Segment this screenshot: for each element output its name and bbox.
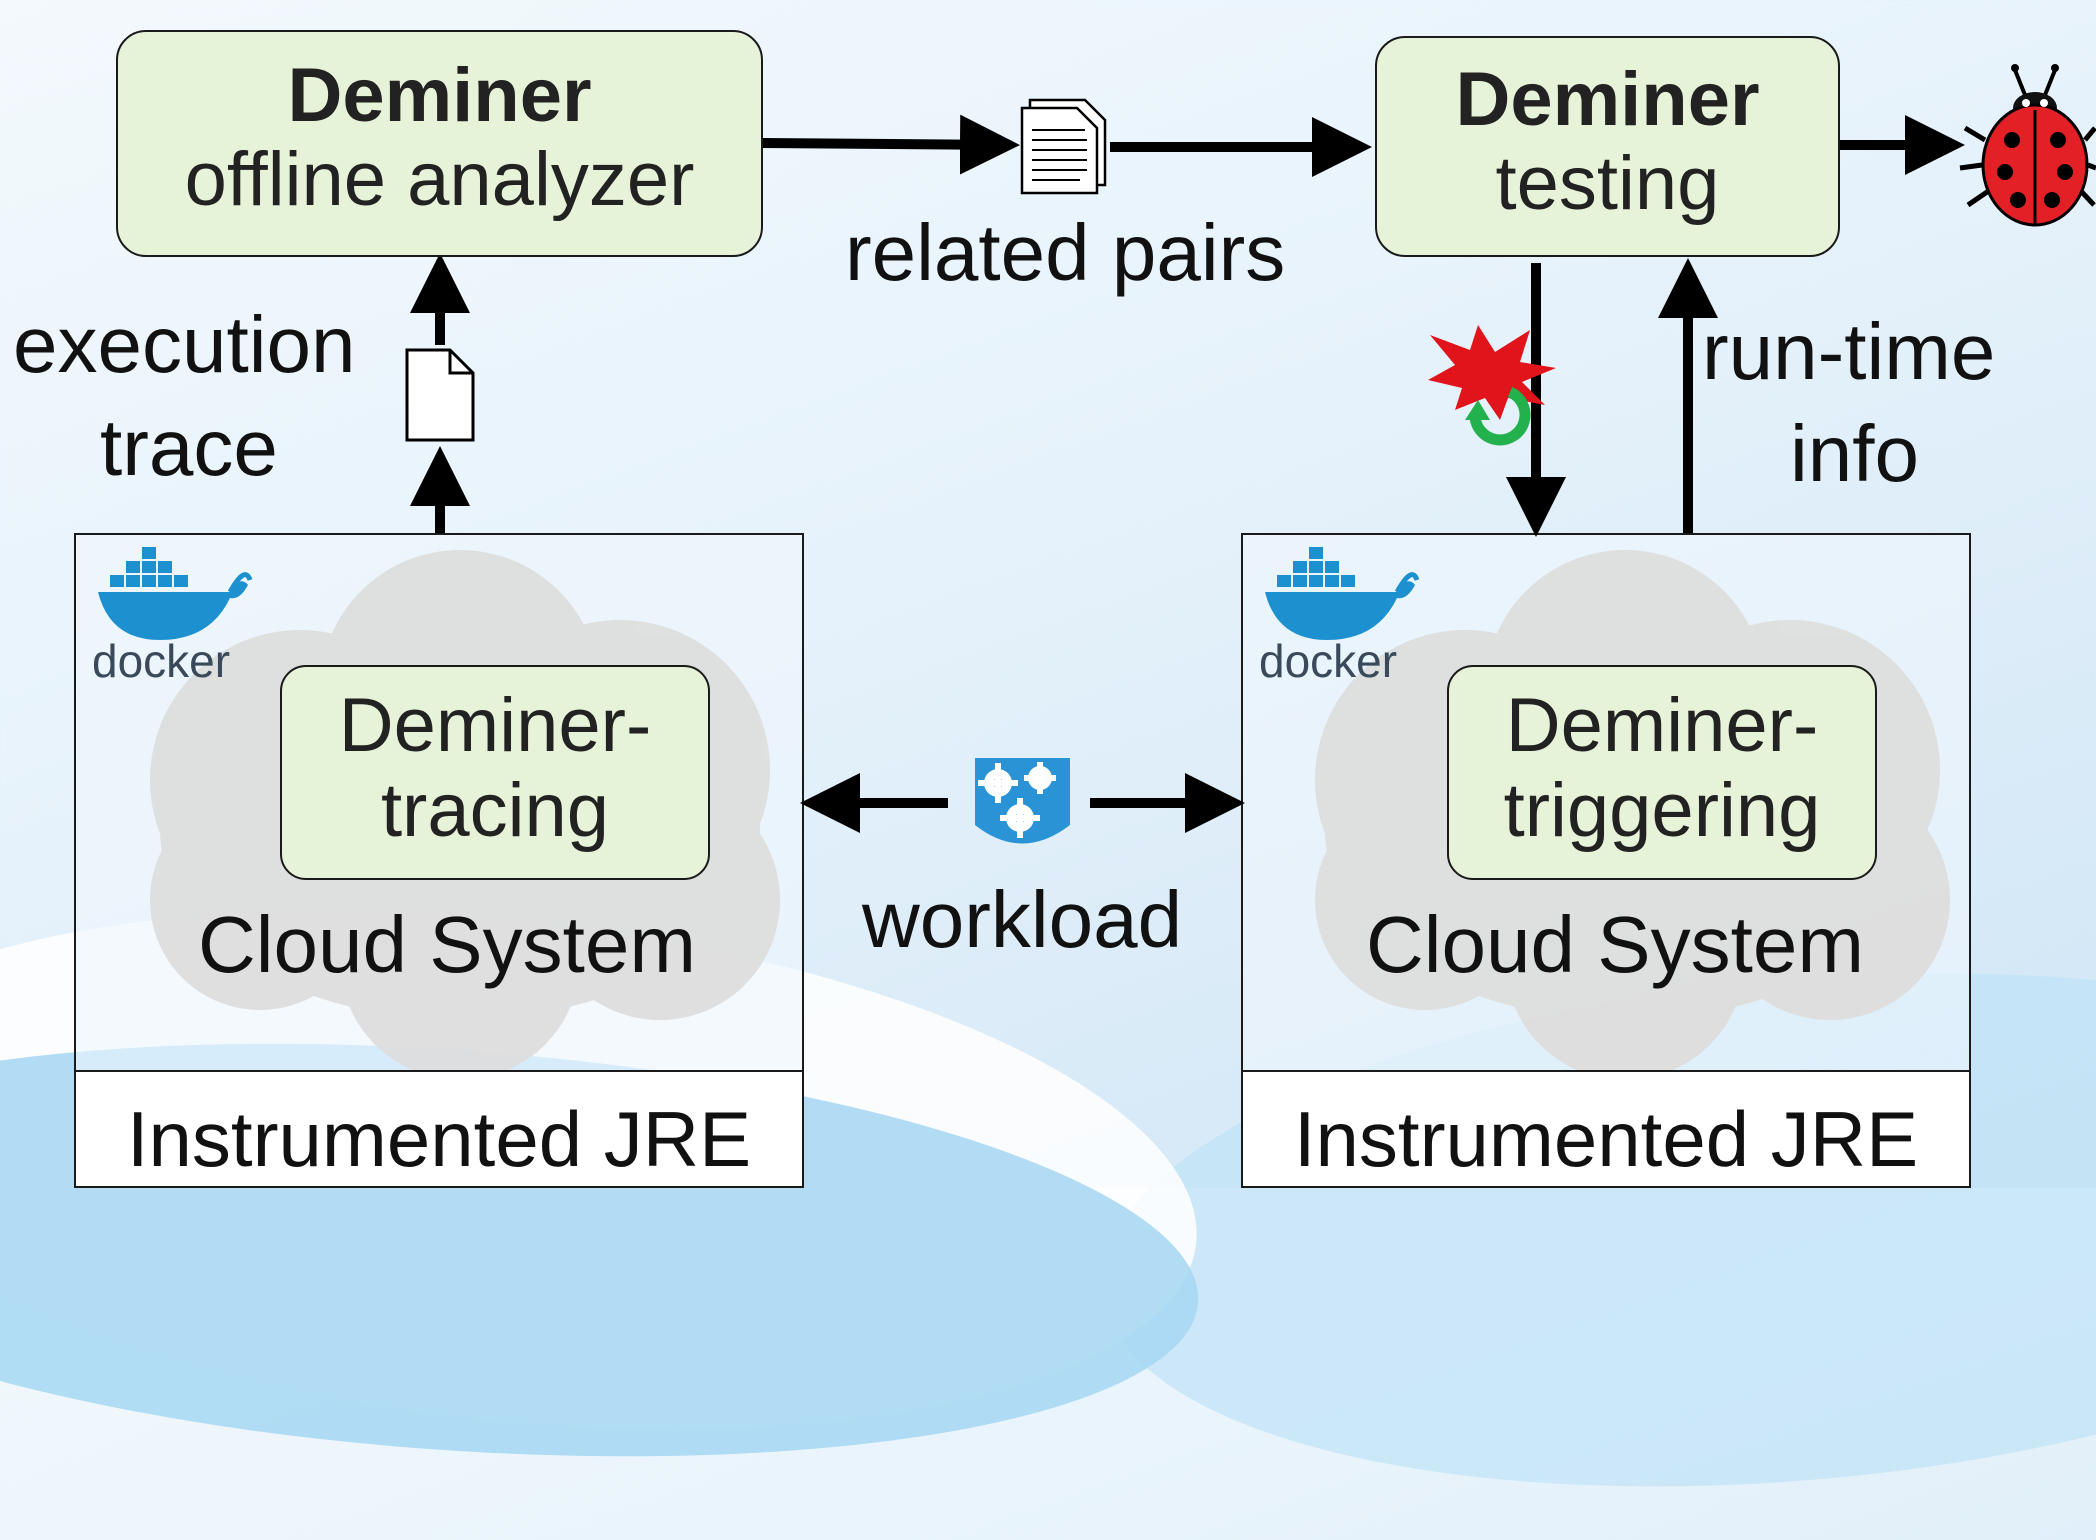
workload-label: workload bbox=[862, 875, 1183, 964]
right-jre-label: Instrumented JRE bbox=[1293, 1095, 1919, 1183]
docker-whale-icon bbox=[1265, 547, 1420, 640]
execution-label: execution bbox=[13, 300, 356, 389]
info-label: info bbox=[1790, 409, 1919, 498]
analyzer-title: Deminer bbox=[287, 53, 592, 138]
document-icon bbox=[405, 348, 475, 442]
testing-title: Deminer bbox=[1455, 57, 1760, 142]
ladybug-icon bbox=[1959, 64, 2096, 227]
triggering-line1: Deminer- bbox=[1505, 683, 1819, 768]
documents-stack-icon bbox=[1020, 98, 1107, 195]
left-cloud-system-label: Cloud System bbox=[198, 900, 696, 989]
trace-label: trace bbox=[100, 403, 278, 492]
testing-box: Deminer testing bbox=[1375, 36, 1840, 257]
testing-subtitle: testing bbox=[1495, 140, 1720, 226]
analyzer-subtitle: offline analyzer bbox=[184, 136, 695, 222]
docker-logo-text: docker bbox=[92, 635, 231, 687]
docker-whale-icon bbox=[98, 547, 253, 640]
left-jre-label: Instrumented JRE bbox=[126, 1095, 752, 1183]
gears-icon bbox=[975, 758, 1070, 844]
run-time-label: run-time bbox=[1702, 307, 1996, 396]
retry-arrowhead bbox=[1465, 400, 1490, 420]
tracing-line2: tracing bbox=[380, 768, 610, 854]
docker-logo-text: docker bbox=[1259, 635, 1398, 687]
arrow-analyzer-to-pairs bbox=[762, 114, 1020, 175]
analyzer-box: Deminer offline analyzer bbox=[116, 30, 763, 257]
tracing-box: Deminer- tracing bbox=[280, 665, 710, 880]
right-jre-bar: Instrumented JRE bbox=[1241, 1070, 1971, 1188]
right-cloud-system-label: Cloud System bbox=[1366, 900, 1864, 989]
triggering-box: Deminer- triggering bbox=[1447, 665, 1877, 880]
tracing-line1: Deminer- bbox=[338, 683, 652, 768]
left-jre-bar: Instrumented JRE bbox=[74, 1070, 804, 1188]
triggering-line2: triggering bbox=[1503, 768, 1821, 854]
related-pairs-label: related pairs bbox=[845, 208, 1286, 297]
retry-icon bbox=[1469, 386, 1531, 446]
